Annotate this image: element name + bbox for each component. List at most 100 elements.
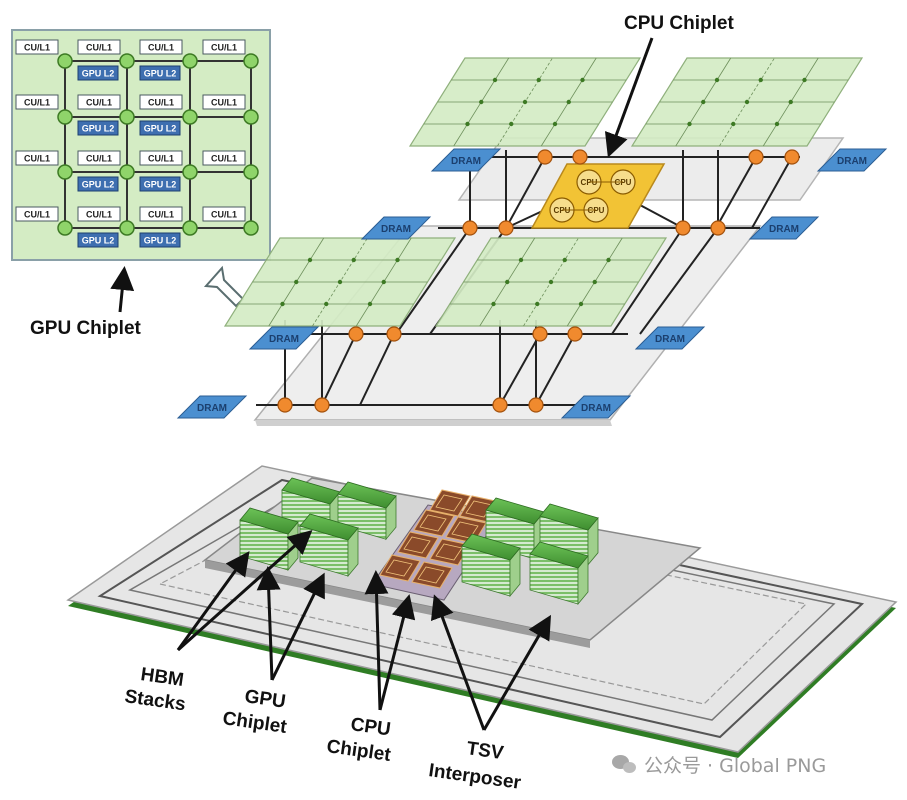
gpu-plane-node xyxy=(714,77,720,83)
gpu-chiplet-plane xyxy=(630,57,864,147)
gpu-plane-node xyxy=(744,99,750,105)
zoom-arrow-icon xyxy=(203,265,245,308)
svg-text:DRAM: DRAM xyxy=(655,334,685,345)
router-node xyxy=(748,149,764,165)
gpu-router-node xyxy=(243,220,259,236)
gpu-cu-cell: CU/L1 xyxy=(77,150,121,166)
gpu-plane-node xyxy=(592,279,597,285)
dram-module: DRAM xyxy=(560,395,632,419)
gpu-plane-node xyxy=(324,301,329,307)
gpu-l2-cell: GPU L2 xyxy=(139,120,181,136)
svg-text:DRAM: DRAM xyxy=(269,334,299,345)
gpu-l2-label: GPU L2 xyxy=(144,69,177,79)
gpu-plane-node xyxy=(509,121,514,127)
cu-l1-label: CU/L1 xyxy=(211,98,237,108)
gpu-cu-cell: CU/L1 xyxy=(202,150,246,166)
gpu-cu-cell: CU/L1 xyxy=(15,94,59,110)
gpu-plane-node xyxy=(731,121,736,127)
cu-l1-label: CU/L1 xyxy=(86,43,112,53)
gpu-router-node xyxy=(119,109,135,125)
gpu-router-node xyxy=(182,220,198,236)
bottom-callouts xyxy=(176,530,552,731)
gpu-cu-cell: CU/L1 xyxy=(139,39,183,55)
router-node xyxy=(537,149,553,165)
watermark-text: 公众号 · Global PNG xyxy=(644,754,827,777)
cu-l1-label: CU/L1 xyxy=(148,98,174,108)
gpu-plane-node xyxy=(465,121,470,127)
cpu-label-line1: CPU xyxy=(349,714,392,740)
cu-l1-label: CU/L1 xyxy=(86,154,112,164)
gpu-l2-cell: GPU L2 xyxy=(139,65,181,81)
gpu-plane-node xyxy=(774,121,780,127)
gpu-router-node xyxy=(182,164,198,180)
gpu-plane-node xyxy=(701,99,706,105)
gpu-l2-cell: GPU L2 xyxy=(139,176,181,192)
gpu-l2-cell: GPU L2 xyxy=(139,232,181,248)
tsv-label-line2: Interposer xyxy=(427,760,523,794)
gpu-plane-node xyxy=(535,301,540,307)
router-node xyxy=(572,149,588,165)
dram-module: DRAM xyxy=(430,148,502,172)
cu-l1-label: CU/L1 xyxy=(211,154,237,164)
cpu-label-line2: Chiplet xyxy=(325,736,392,766)
gpu-chiplet-callout: GPU Chiplet xyxy=(30,266,142,339)
router-node xyxy=(386,326,402,342)
router-node xyxy=(567,326,583,342)
svg-text:DRAM: DRAM xyxy=(451,156,481,167)
router-node xyxy=(710,220,726,236)
gpu-cu-cell: CU/L1 xyxy=(202,94,246,110)
cu-l1-label: CU/L1 xyxy=(211,43,237,53)
svg-text:CPU: CPU xyxy=(615,178,632,187)
gpu-chiplet-planes xyxy=(223,57,864,327)
router-node xyxy=(498,220,514,236)
gpu-router-node xyxy=(57,164,73,180)
watermark: 公众号 · Global PNG xyxy=(612,752,827,777)
gpu-plane-node xyxy=(562,257,567,263)
cpu-chiplet-dies xyxy=(371,489,501,601)
cpu-die xyxy=(429,489,471,517)
svg-text:CPU: CPU xyxy=(588,206,605,215)
cpu-die xyxy=(379,554,421,582)
cpu-chiplet-callout: CPU Chiplet xyxy=(604,13,734,158)
gpu-plane-node xyxy=(580,77,585,83)
gpu-plane-node xyxy=(566,99,571,105)
gpu-cu-cell: CU/L1 xyxy=(202,39,246,55)
gpu-router-node xyxy=(182,109,198,125)
dram-module: DRAM xyxy=(360,216,432,240)
gpu-plane-node xyxy=(294,279,299,285)
package-3d-render xyxy=(66,465,898,758)
router-node xyxy=(314,397,330,413)
gpu-plane-node xyxy=(491,301,496,307)
hbm-label-line1: HBM xyxy=(139,664,185,691)
dram-module: DRAM xyxy=(248,326,320,350)
gpu-plane-node xyxy=(337,279,343,285)
gpu-plane-node xyxy=(479,99,484,105)
gpu-router-node xyxy=(243,53,259,69)
gpu-plane-node xyxy=(367,301,373,307)
gpu-router-node xyxy=(119,220,135,236)
cu-l1-label: CU/L1 xyxy=(148,43,174,53)
gpu-plane-node xyxy=(758,77,763,83)
gpu-label-line1: GPU xyxy=(243,686,287,713)
gpu-plane-node xyxy=(578,301,584,307)
gpu-plane-node xyxy=(522,99,528,105)
gpu-cu-cell: CU/L1 xyxy=(139,94,183,110)
gpu-l2-label: GPU L2 xyxy=(144,124,177,134)
svg-text:DRAM: DRAM xyxy=(381,224,411,235)
cu-l1-label: CU/L1 xyxy=(148,210,174,220)
hbm-label-line2: Stacks xyxy=(123,686,187,715)
router-nodes xyxy=(277,149,800,413)
gpu-cu-cell: CU/L1 xyxy=(77,94,121,110)
gpu-l2-cell: GPU L2 xyxy=(77,65,119,81)
gpu-l2-cell: GPU L2 xyxy=(77,176,119,192)
svg-text:DRAM: DRAM xyxy=(837,156,867,167)
dram-module: DRAM xyxy=(748,216,820,240)
gpu-plane-node xyxy=(505,279,510,285)
gpu-plane-node xyxy=(492,77,498,83)
gpu-plane-node xyxy=(395,257,400,263)
